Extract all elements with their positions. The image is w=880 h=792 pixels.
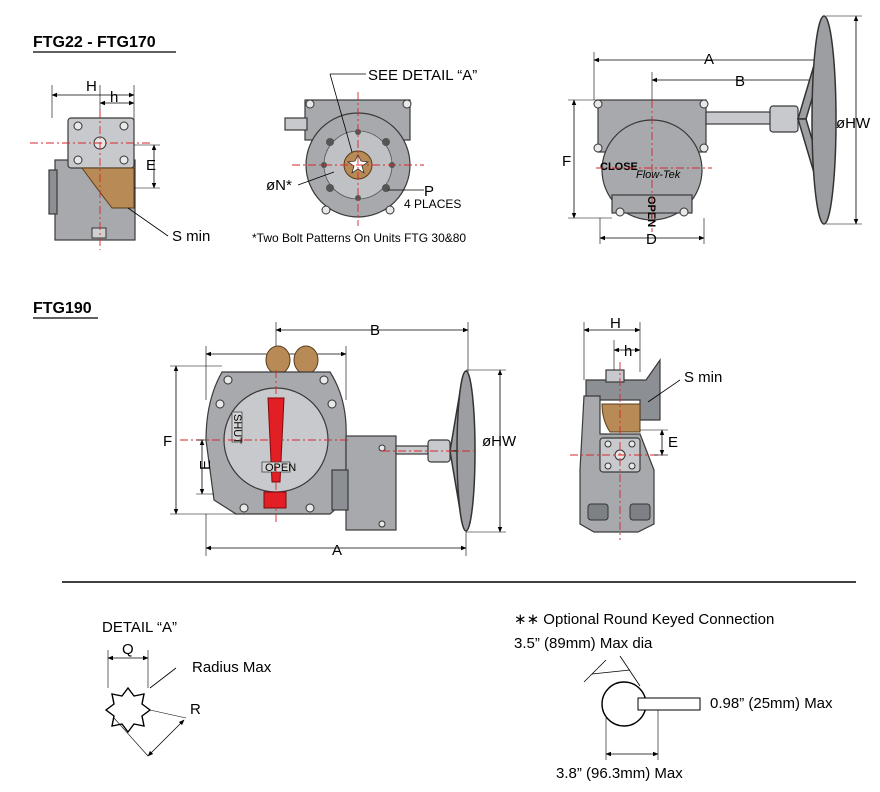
ftg22-front-view: SEE DETAIL “A” øN* P 4 PLACES *Two Bolt …	[252, 67, 477, 245]
ftg190-dim-h: h	[624, 343, 632, 360]
ftg190-open-label: OPEN	[265, 462, 296, 474]
ftg22-side-flange	[48, 169, 58, 215]
ftg190-side-view: H h E S min	[570, 315, 722, 540]
see-detail-a-label: SEE DETAIL “A”	[368, 67, 477, 84]
ftg190-s-min: S min	[684, 369, 722, 386]
ftg22-side-view: H h E S min	[30, 78, 210, 250]
ftg190-gear-housing	[345, 435, 397, 531]
ftg190-shaft	[395, 445, 429, 455]
section-header-ftg190: FTG190	[33, 300, 98, 319]
ftg190-dim-E: E	[197, 460, 214, 470]
detail-a-Q: Q	[122, 641, 134, 658]
keyed-title: ∗∗ Optional Round Keyed Connection	[514, 611, 774, 628]
keyed-bottom-max: 3.8” (96.3mm) Max	[556, 765, 683, 782]
ftg22-dim-A: A	[704, 51, 714, 68]
ftg190-red-block	[263, 491, 287, 509]
ftg190-dim-F: F	[163, 433, 172, 450]
ftg22-title: FTG22 - FTG170	[33, 34, 156, 51]
keyed-key-max: 0.98” (25mm) Max	[710, 695, 833, 712]
ftg22-handwheel-rim	[811, 15, 837, 225]
ftg22-dim-E: E	[146, 157, 156, 174]
ftg22-dim-N: øN*	[266, 177, 292, 194]
ftg22-brand: Flow-Tek	[636, 169, 681, 181]
ftg22-front-shaft	[284, 117, 308, 131]
ftg190-front-view: B D OPEN SHUT	[163, 322, 517, 559]
ftg190-dim-H: H	[610, 315, 621, 332]
detail-a-R: R	[190, 701, 201, 718]
ftg22-p-places: 4 PLACES	[404, 197, 461, 211]
ftg22-dim-HW: øHW	[836, 115, 871, 132]
ftg22-hw-hub	[769, 105, 799, 133]
keyed-max-dia: 3.5” (89mm) Max dia	[514, 635, 653, 652]
detail-a-star-profile	[104, 686, 152, 734]
keyed-key	[637, 697, 701, 711]
ftg22-dim-H: H	[86, 78, 97, 95]
ftg190-side-dim-E: E	[668, 434, 678, 451]
ftg22-footnote: *Two Bolt Patterns On Units FTG 30&80	[252, 231, 466, 245]
ftg22-open-label: OPEN	[645, 196, 657, 227]
ftg22-hw-shaft	[705, 111, 773, 125]
ftg190-dim-HW: øHW	[482, 433, 517, 450]
ftg190-shut-label: SHUT	[231, 414, 243, 444]
ftg190-dim-B: B	[370, 322, 380, 339]
ftg22-handwheel-view: A B CLOSE Flow-Tek OPEN F D øHW	[562, 15, 871, 248]
detail-a: DETAIL “A” Q Radius Max R	[102, 619, 272, 757]
ftg22-dim-D: D	[646, 231, 657, 248]
section-header-ftg22: FTG22 - FTG170	[33, 34, 176, 53]
ftg22-s-min: S min	[172, 228, 210, 245]
ftg22-dim-F: F	[562, 153, 571, 170]
ftg22-dim-h: h	[110, 89, 118, 106]
ftg190-bronze-sleeve	[601, 403, 641, 433]
ftg22-dim-B: B	[735, 73, 745, 90]
detail-a-radius-label: Radius Max	[192, 659, 272, 676]
keyed-connection: ∗∗ Optional Round Keyed Connection 3.5” …	[514, 611, 833, 782]
detail-a-title: DETAIL “A”	[102, 619, 177, 636]
ftg190-dim-A: A	[332, 542, 342, 559]
ftg22-bronze-sleeve	[81, 167, 135, 209]
ftg22-close-label: CLOSE	[600, 161, 638, 173]
ftg190-title: FTG190	[33, 300, 92, 317]
ftg22-dim-P: P	[424, 183, 434, 200]
